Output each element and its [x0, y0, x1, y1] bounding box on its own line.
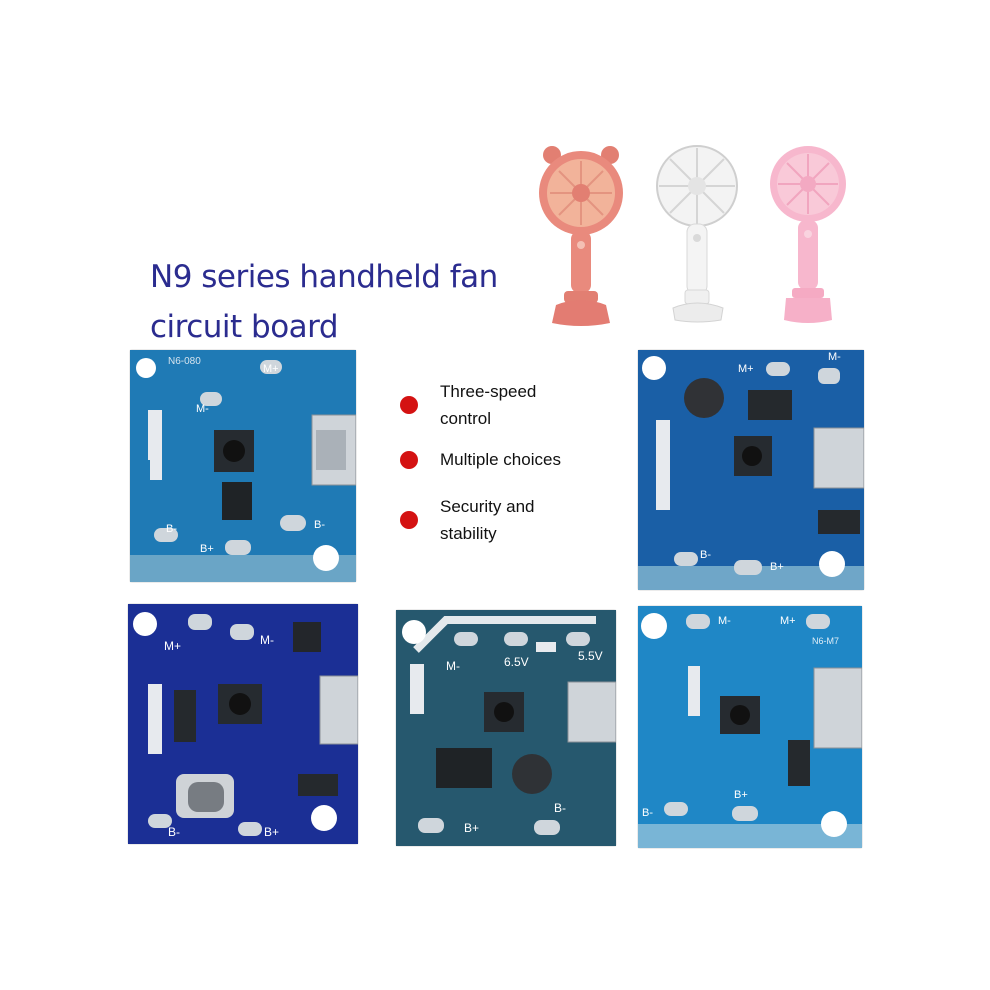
svg-text:B+: B+ [264, 825, 279, 839]
svg-text:M+: M+ [164, 639, 181, 653]
svg-text:B-: B- [642, 807, 653, 819]
svg-text:M+: M+ [738, 363, 754, 375]
svg-text:M-: M- [718, 615, 731, 627]
fan-pink-image [766, 142, 856, 327]
feature-text: Three-speed control [440, 382, 537, 428]
pcb-board-1-image: N6-080 M+ M- B- B- B+ [130, 350, 356, 582]
product-title: N9 series handheld fan circuit board [150, 252, 530, 352]
pcb-board-5-image: M- M+ N6-M7 B- B+ [638, 606, 862, 848]
svg-text:B+: B+ [770, 561, 784, 573]
svg-text:B-: B- [314, 519, 325, 531]
svg-text:M+: M+ [780, 615, 796, 627]
feature-item-speed: Three-speed control [400, 378, 610, 432]
fan-coral-image [538, 145, 633, 330]
bullet-dot-icon [400, 511, 418, 529]
svg-text:N6-M7: N6-M7 [812, 636, 839, 646]
svg-text:B-: B- [554, 801, 566, 815]
svg-text:M-: M- [446, 659, 460, 673]
feature-item-choices: Multiple choices [400, 446, 610, 473]
feature-list: Three-speed control Multiple choices Sec… [400, 378, 610, 561]
svg-text:B+: B+ [734, 789, 748, 801]
pcb-board-3-image: M+ M- B- B+ [128, 604, 358, 844]
fan-white-image [655, 140, 747, 325]
svg-text:B-: B- [700, 549, 711, 561]
svg-text:N6-080: N6-080 [168, 356, 201, 367]
svg-text:5.5V: 5.5V [578, 649, 603, 663]
bullet-dot-icon [400, 450, 418, 469]
title-line-1: N9 series handheld fan [150, 259, 498, 295]
feature-text: Security and stability [440, 497, 535, 543]
feature-text: Multiple choices [440, 450, 561, 469]
svg-text:6.5V: 6.5V [504, 655, 529, 669]
svg-text:M-: M- [828, 351, 841, 363]
svg-text:B-: B- [168, 825, 180, 839]
svg-text:B+: B+ [200, 543, 214, 555]
title-line-2: circuit board [150, 309, 339, 345]
svg-text:M-: M- [260, 633, 274, 647]
svg-text:M-: M- [196, 403, 209, 415]
svg-text:B-: B- [166, 523, 177, 535]
feature-item-security: Security and stability [400, 493, 610, 547]
pcb-board-2-image: M+ M- B- B+ [638, 350, 864, 590]
bullet-dot-icon [400, 396, 418, 414]
pcb-board-4-image: M- 6.5V 5.5V B- B+ [396, 610, 616, 846]
svg-text:B+: B+ [464, 821, 479, 835]
svg-text:M+: M+ [263, 363, 279, 375]
